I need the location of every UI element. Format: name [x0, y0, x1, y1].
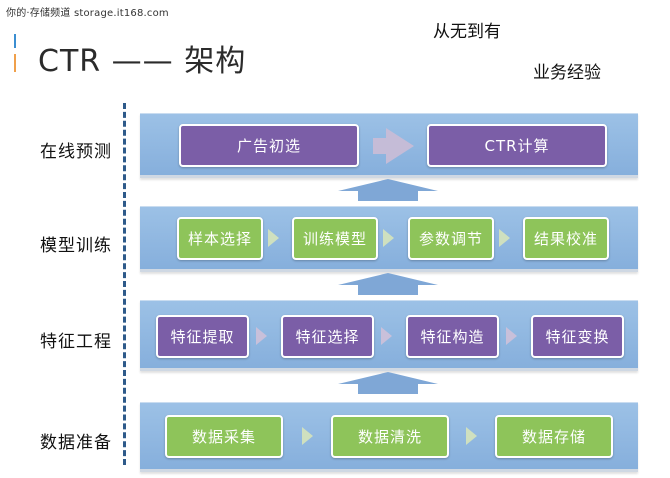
watermark: 你的·存储频道 storage.it168.com	[6, 8, 169, 19]
layer-label-data-preparation: 数据准备	[40, 433, 112, 453]
title-accent-bar-blue	[14, 34, 16, 48]
box-data-collection: 数据采集	[165, 415, 283, 458]
arrow-right-8	[466, 427, 477, 445]
layer-label-online-prediction: 在线预测	[40, 142, 112, 162]
layer-divider-dashed-line	[123, 103, 126, 465]
up-arrow-3	[338, 372, 438, 394]
box-data-storage: 数据存储	[495, 415, 613, 458]
up-arrow-2	[338, 273, 438, 295]
arrow-stem-1	[373, 138, 387, 154]
box-feature-extraction: 特征提取	[156, 315, 249, 358]
arrow-right-large	[386, 128, 414, 164]
box-sample-selection: 样本选择	[177, 217, 263, 260]
note-from-scratch: 从无到有	[433, 22, 501, 42]
layer-label-model-training: 模型训练	[40, 236, 112, 256]
arrow-right-7	[302, 427, 313, 445]
box-feature-transformation: 特征变换	[531, 315, 624, 358]
box-train-model: 训练模型	[292, 217, 378, 260]
layer-label-feature-engineering: 特征工程	[40, 332, 112, 352]
arrow-right-6	[506, 327, 517, 345]
note-business-experience: 业务经验	[533, 63, 601, 83]
box-ctr-compute: CTR计算	[427, 124, 607, 167]
up-arrow-1	[338, 179, 438, 201]
box-result-calibration: 结果校准	[523, 217, 609, 260]
page-title: CTR —— 架构	[38, 44, 247, 79]
arrow-right-2	[383, 229, 394, 247]
box-feature-construction: 特征构造	[406, 315, 499, 358]
box-feature-selection: 特征选择	[281, 315, 374, 358]
arrow-right-1	[268, 229, 279, 247]
arrow-right-5	[381, 327, 392, 345]
arrow-right-4	[256, 327, 267, 345]
box-ad-preselection: 广告初选	[179, 124, 359, 167]
box-data-cleaning: 数据清洗	[331, 415, 449, 458]
title-accent-bar-orange	[14, 54, 16, 72]
box-param-tuning: 参数调节	[408, 217, 494, 260]
arrow-right-3	[499, 229, 510, 247]
